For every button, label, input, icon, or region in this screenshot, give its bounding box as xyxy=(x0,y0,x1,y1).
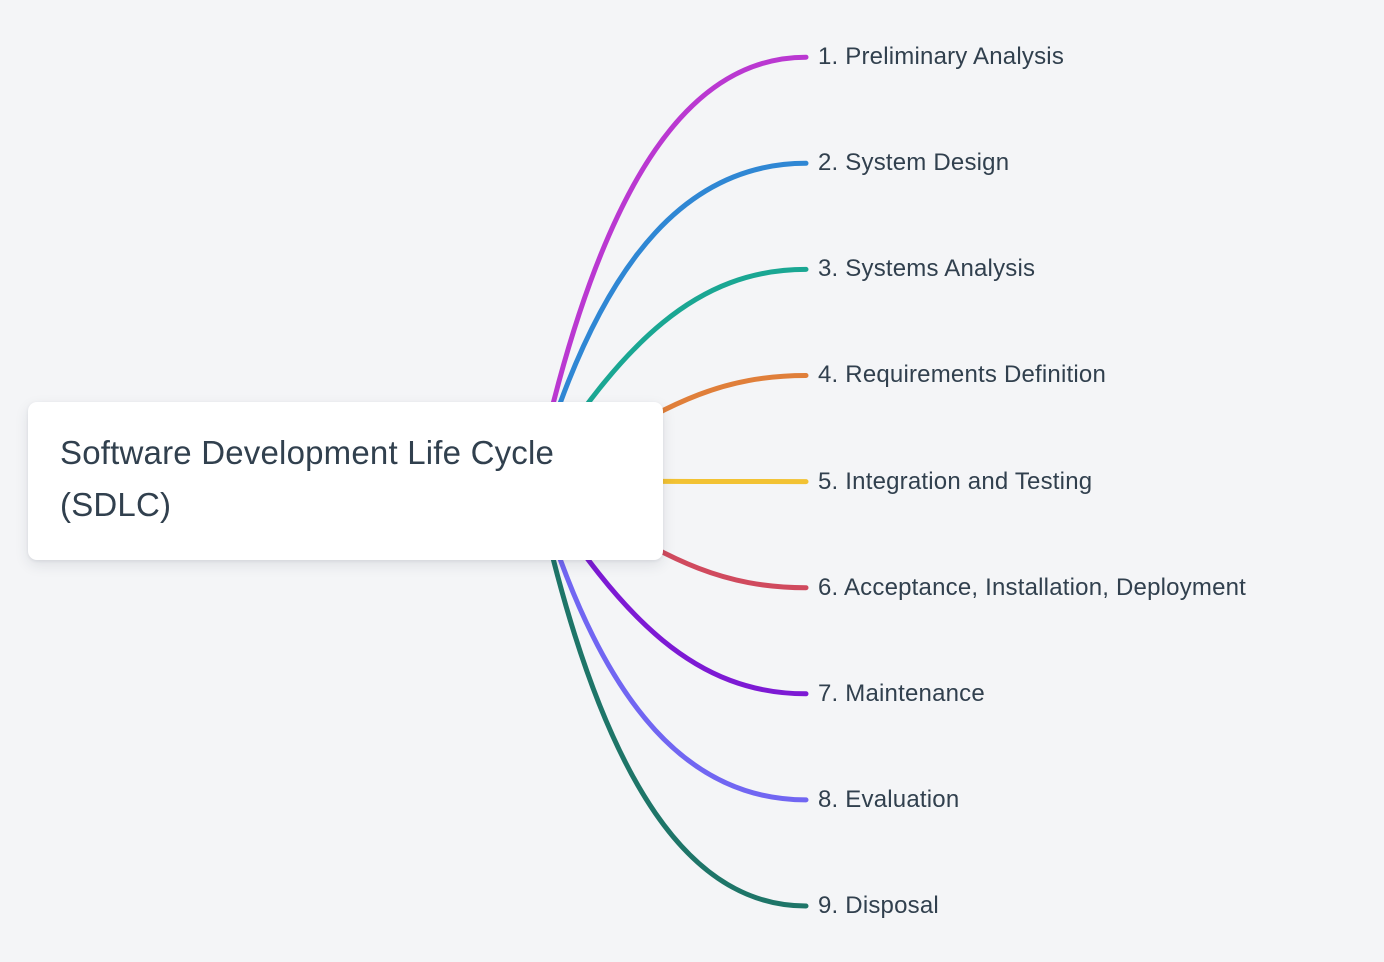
branch-node[interactable]: 1. Preliminary Analysis xyxy=(818,43,1065,70)
branch-node[interactable]: 9. Disposal xyxy=(818,892,939,919)
root-node-label: Software Development Life Cycle (SDLC) xyxy=(60,434,555,523)
branch-link xyxy=(532,54,809,484)
branch-node[interactable]: 8. Evaluation xyxy=(818,786,960,813)
branch-link xyxy=(532,160,809,484)
branch-node[interactable]: 4. Requirements Definition xyxy=(818,361,1107,388)
branch-link xyxy=(532,478,809,909)
branch-node[interactable]: 3. Systems Analysis xyxy=(818,255,1036,282)
branch-node[interactable]: 6. Acceptance, Installation, Deployment xyxy=(818,574,1247,601)
branch-node[interactable]: 7. Maintenance xyxy=(818,680,985,707)
branch-link xyxy=(532,478,809,803)
branch-node[interactable]: 5. Integration and Testing xyxy=(818,468,1093,495)
root-node[interactable]: Software Development Life Cycle (SDLC) xyxy=(28,402,663,560)
branch-node[interactable]: 2. System Design xyxy=(818,149,1010,176)
